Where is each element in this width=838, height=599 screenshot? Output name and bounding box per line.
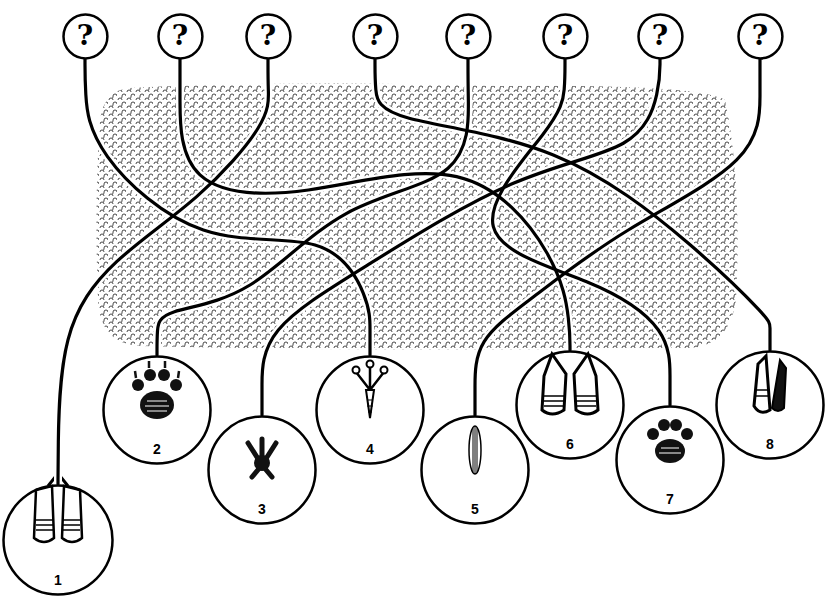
connector-halo xyxy=(157,59,468,355)
question-circle: ? xyxy=(157,13,204,60)
question-circle: ? xyxy=(445,13,492,60)
track-circle: 5 xyxy=(420,415,530,525)
hoof-track xyxy=(754,356,786,412)
track-circle: 3 xyxy=(207,415,317,525)
question-mark: ? xyxy=(367,21,383,52)
connector-halo xyxy=(475,59,760,415)
maze-line xyxy=(180,59,570,350)
track-circle: 7 xyxy=(615,405,725,515)
question-circle: ? xyxy=(637,13,684,60)
maze-line xyxy=(475,59,760,415)
callout-number: 4 xyxy=(366,442,374,457)
maze-line xyxy=(85,59,370,355)
webbed-track xyxy=(353,361,388,419)
bird-track xyxy=(248,439,276,477)
track-circle: 2 xyxy=(102,355,212,465)
track-circle: 6 xyxy=(515,350,625,460)
maze-line xyxy=(58,59,268,484)
question-mark: ? xyxy=(77,21,93,52)
paw-track xyxy=(132,361,182,419)
question-circle: ? xyxy=(737,13,784,60)
question-mark: ? xyxy=(260,21,276,52)
question-mark: ? xyxy=(172,21,188,52)
callout-number: 3 xyxy=(258,502,266,517)
question-circle: ? xyxy=(542,13,589,60)
paw-track xyxy=(647,419,693,463)
question-circle: ? xyxy=(245,13,292,60)
narrow-track xyxy=(469,426,481,474)
question-circle: ? xyxy=(62,13,109,60)
question-mark: ? xyxy=(652,21,668,52)
callout-number: 6 xyxy=(566,437,574,452)
question-mark: ? xyxy=(460,21,476,52)
callout-number: 8 xyxy=(766,437,774,452)
track-circle: 8 xyxy=(715,350,825,460)
maze-line xyxy=(375,59,770,350)
connector-halo xyxy=(375,59,770,350)
hoof-track xyxy=(542,354,598,414)
callout-number: 1 xyxy=(54,573,62,588)
callout-number: 5 xyxy=(471,502,479,517)
maze-line xyxy=(157,59,468,355)
question-mark: ? xyxy=(752,21,768,52)
callout-number: 7 xyxy=(666,492,674,507)
question-mark: ? xyxy=(557,21,573,52)
callout-number: 2 xyxy=(153,442,161,457)
question-circle: ? xyxy=(352,13,399,60)
connector-halo xyxy=(85,59,370,355)
track-circle: 1 xyxy=(2,484,114,596)
track-circle: 4 xyxy=(315,355,425,465)
